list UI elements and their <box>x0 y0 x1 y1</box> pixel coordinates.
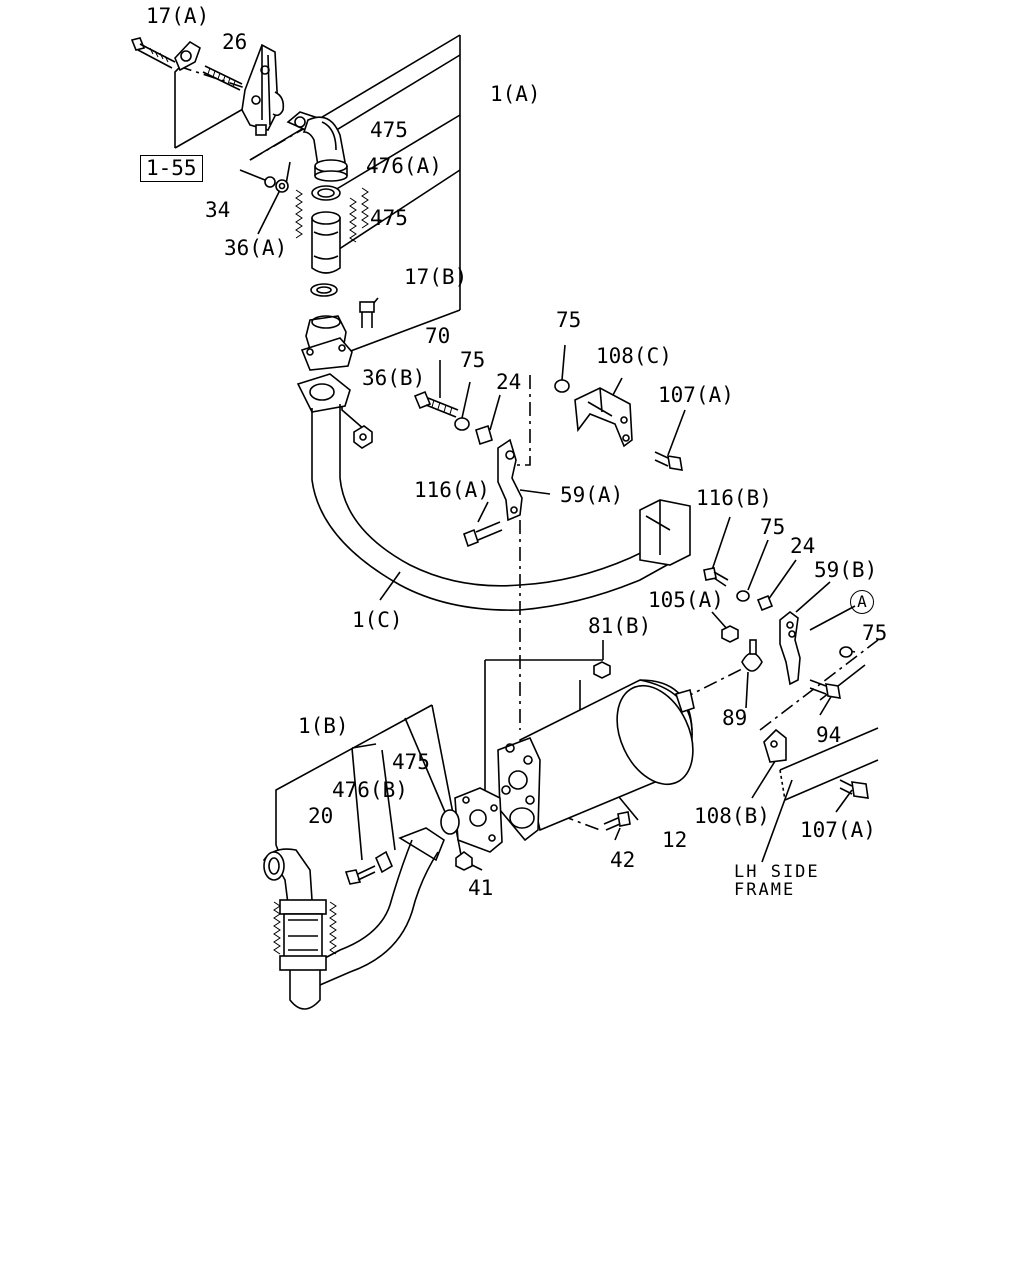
label-24-a: 24 <box>496 370 522 394</box>
label-94: 94 <box>816 723 842 747</box>
label-107a-top: 107(A) <box>658 383 734 407</box>
label-75-top: 75 <box>556 308 582 332</box>
upper-flange-assembly <box>130 37 285 136</box>
label-475-top: 475 <box>370 118 408 142</box>
flex-tube <box>310 211 341 297</box>
label-59a: 59(A) <box>560 483 624 507</box>
label-1b: 1(B) <box>298 714 349 738</box>
springs <box>264 176 369 243</box>
label-116b: 116(B) <box>696 486 772 510</box>
label-1a: 1(A) <box>490 82 541 106</box>
label-108c: 108(C) <box>596 344 672 368</box>
label-476b: 476(B) <box>332 778 408 802</box>
pipe-1c <box>296 301 691 611</box>
lh-side-frame <box>763 727 879 801</box>
muffler-12 <box>497 661 695 842</box>
lower-pipe-1b <box>263 787 503 1010</box>
label-75-c: 75 <box>862 621 888 645</box>
label-475-bot: 475 <box>392 750 430 774</box>
label-42: 42 <box>610 848 636 872</box>
bracket-59a-set <box>413 390 523 548</box>
label-105a: 105(A) <box>648 588 724 612</box>
label-107a-bot: 107(A) <box>800 818 876 842</box>
label-475-mid: 475 <box>370 206 408 230</box>
label-70: 70 <box>425 324 451 348</box>
label-81b: 81(B) <box>588 614 652 638</box>
label-41: 41 <box>468 876 494 900</box>
label-17a: 17(A) <box>146 4 210 28</box>
label-36b: 36(B) <box>362 366 426 390</box>
reference-circle-a[interactable]: A <box>850 590 874 614</box>
label-34: 34 <box>205 198 231 222</box>
label-24-b: 24 <box>790 534 816 558</box>
label-17b: 17(B) <box>404 265 468 289</box>
label-116a: 116(A) <box>414 478 490 502</box>
label-476a: 476(A) <box>366 154 442 178</box>
reference-box-1-55[interactable]: 1-55 <box>140 155 203 182</box>
label-12: 12 <box>662 828 688 852</box>
label-75-b: 75 <box>760 515 786 539</box>
elbow-pipe-1a <box>286 111 348 182</box>
gasket-476a <box>311 185 341 201</box>
label-36a: 36(A) <box>224 236 288 260</box>
bracket-108c <box>554 379 683 471</box>
label-89: 89 <box>722 706 748 730</box>
label-75-a: 75 <box>460 348 486 372</box>
label-20: 20 <box>308 804 334 828</box>
label-26: 26 <box>222 30 248 54</box>
label-lh-side: LH SIDE <box>734 862 820 882</box>
label-108b: 108(B) <box>694 804 770 828</box>
label-59b: 59(B) <box>814 558 878 582</box>
reference-circle-a-text: A <box>850 590 874 614</box>
bracket-59b-set <box>703 567 853 699</box>
label-1c: 1(C) <box>352 608 403 632</box>
label-frame: FRAME <box>734 880 796 900</box>
